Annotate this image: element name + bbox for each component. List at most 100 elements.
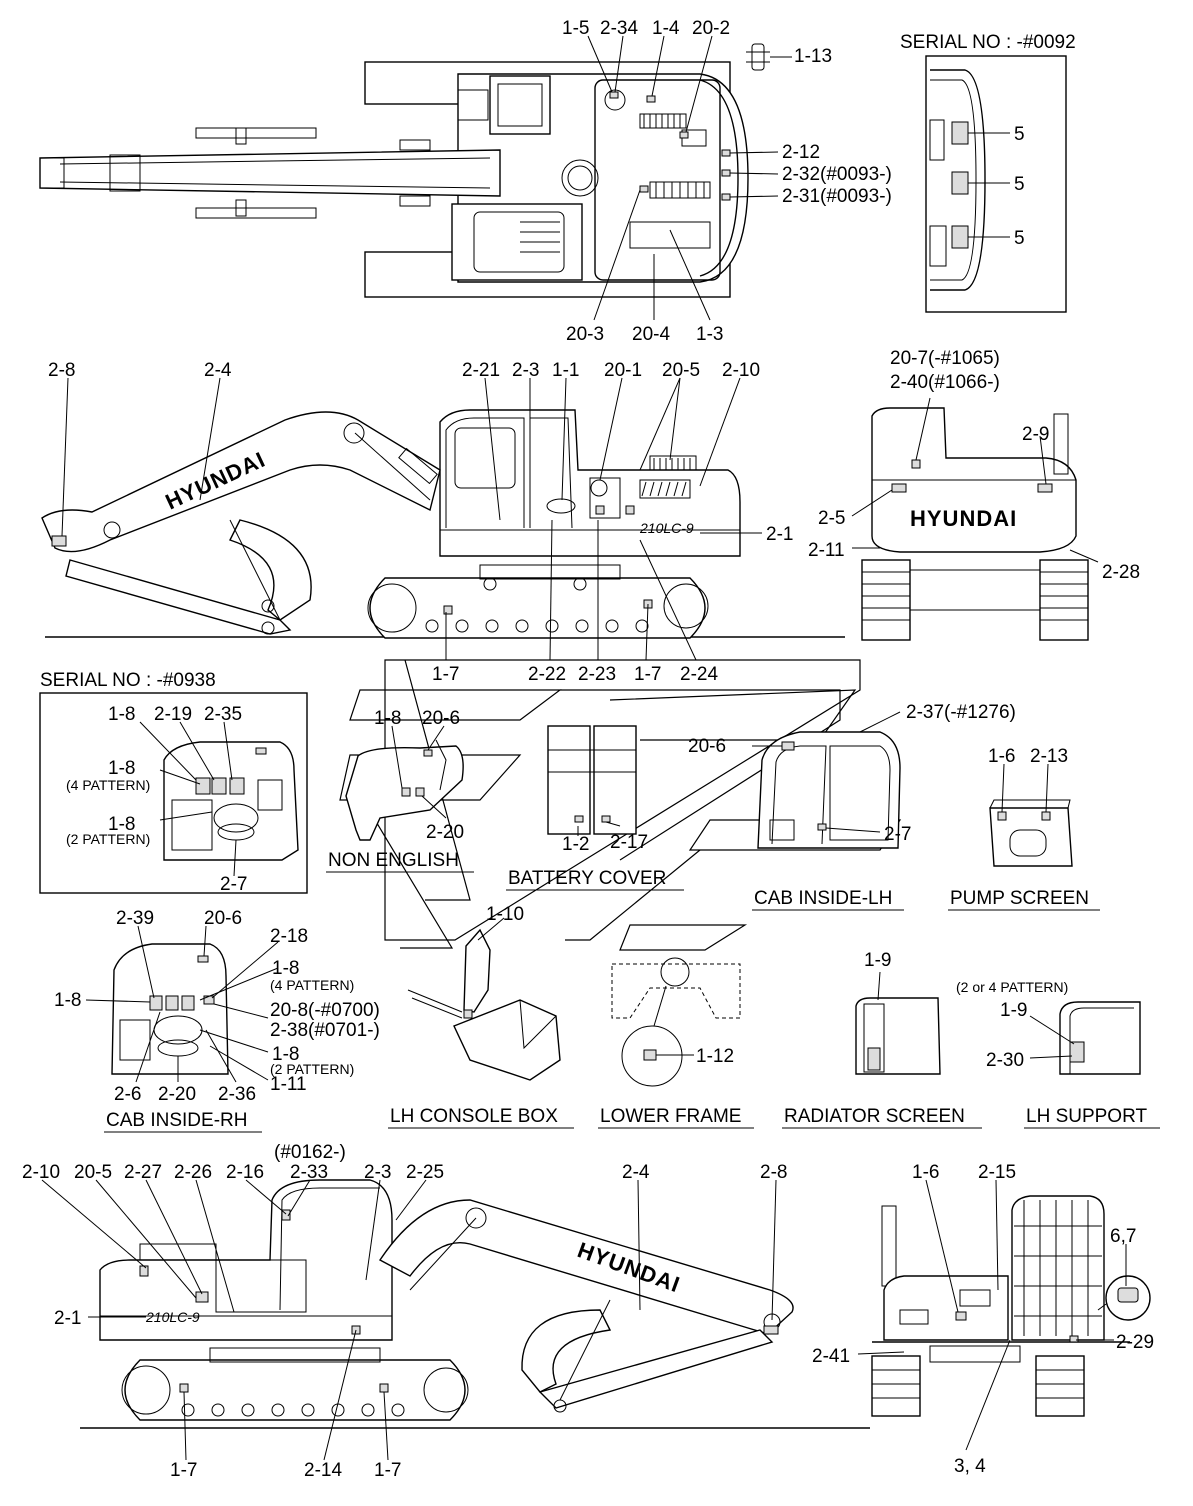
callout-1-6-ps: 1-6 xyxy=(988,746,1015,767)
callout-2-34: 2-34 xyxy=(600,18,638,39)
callout-2-29: 2-29 xyxy=(1116,1332,1154,1353)
callout-1-9-rad: 1-9 xyxy=(864,950,891,971)
caption-non-english: NON ENGLISH xyxy=(328,850,459,871)
callout-2-30: 2-30 xyxy=(986,1050,1024,1071)
callout-5-a: 5 xyxy=(1014,124,1025,145)
callout-20-6-ne: 20-6 xyxy=(422,708,460,729)
cab-inside-rh-detail: 2-39 20-6 2-18 1-8 (4 PATTERN) 1-8 20-8(… xyxy=(54,908,380,1133)
callout-1-5: 1-5 xyxy=(562,18,589,39)
callout-2-1-rh: 2-1 xyxy=(54,1308,81,1329)
callout-5-c: 5 xyxy=(1014,228,1025,249)
callout-2-18: 2-18 xyxy=(270,926,308,947)
callout-1-7-a: 1-7 xyxy=(432,664,459,685)
rear-view: HYUNDAI 20-7(-#1065) 2-40(#1066-) 2-9 2-… xyxy=(808,348,1140,641)
callout-5-b: 5 xyxy=(1014,174,1025,195)
callout-2-19: 2-19 xyxy=(154,704,192,725)
callout-2-22: 2-22 xyxy=(528,664,566,685)
callout-2-40: 2-40(#1066-) xyxy=(890,372,1000,393)
callout-20-6-lh: 20-6 xyxy=(688,736,726,757)
callout-2-38: 2-38(#0701-) xyxy=(270,1020,380,1041)
callout-2-9: 2-9 xyxy=(1022,424,1049,445)
callout-2-10-rh: 2-10 xyxy=(22,1162,60,1183)
pattern-2-rh: (2 PATTERN) xyxy=(270,1061,354,1077)
callout-2-15: 2-15 xyxy=(978,1162,1016,1183)
callout-1-6-fv: 1-6 xyxy=(912,1162,939,1183)
callout-2-5: 2-5 xyxy=(818,508,845,529)
callout-2-20-ne: 2-20 xyxy=(426,822,464,843)
callout-2-6: 2-6 xyxy=(114,1084,141,1105)
callout-1-8-rh-a: 1-8 xyxy=(272,958,299,979)
callout-20-8: 20-8(-#0700) xyxy=(270,1000,380,1021)
front-view: 1-6 2-15 6,7 2-29 2-41 3, 4 xyxy=(812,1162,1154,1477)
callout-2-14: 2-14 xyxy=(304,1460,342,1481)
callout-20-4: 20-4 xyxy=(632,324,670,345)
callout-2-3-rh: 2-3 xyxy=(364,1162,391,1183)
callout-2-12: 2-12 xyxy=(782,142,820,163)
callout-20-5: 20-5 xyxy=(662,360,700,381)
battery-cover-detail: 1-2 2-17 BATTERY COVER xyxy=(506,725,684,891)
callout-1-8-c: 1-8 xyxy=(108,814,135,835)
callout-2-7: 2-7 xyxy=(220,874,247,895)
lh-model-badge: 210LC-9 xyxy=(639,520,694,536)
callout-2-39: 2-39 xyxy=(116,908,154,929)
callout-1-10: 1-10 xyxy=(486,904,524,925)
callout-2-16: 2-16 xyxy=(226,1162,264,1183)
callout-2-25: 2-25 xyxy=(406,1162,444,1183)
callout-2-13: 2-13 xyxy=(1030,746,1068,767)
top-view: 1-5 2-34 1-4 20-2 1-13 2-12 2-32(#0093-)… xyxy=(39,18,892,345)
callout-20-1: 20-1 xyxy=(604,360,642,381)
callout-1-8-rh-c: 1-8 xyxy=(272,1044,299,1065)
serial-box-0938-title: SERIAL NO : -#0938 xyxy=(40,670,216,691)
lower-frame-detail: 1-12 LOWER FRAME xyxy=(598,957,754,1129)
caption-lh-support: LH SUPPORT xyxy=(1026,1106,1147,1127)
callout-2-35: 2-35 xyxy=(204,704,242,725)
callout-20-3: 20-3 xyxy=(566,324,604,345)
non-english-detail: 1-8 20-6 2-20 NON ENGLISH xyxy=(326,708,474,873)
callout-1-2: 1-2 xyxy=(562,834,589,855)
callout-2-33: 2-33 xyxy=(290,1162,328,1183)
callout-2-1: 2-1 xyxy=(766,524,793,545)
callout-1-9-sup: 1-9 xyxy=(1000,1000,1027,1021)
caption-cab-inside-rh: CAB INSIDE-RH xyxy=(106,1110,247,1131)
callout-2-10: 2-10 xyxy=(722,360,760,381)
callout-20-2: 20-2 xyxy=(692,18,730,39)
callout-1-8-ne: 1-8 xyxy=(374,708,401,729)
callout-1-1: 1-1 xyxy=(552,360,579,381)
pattern-4: (4 PATTERN) xyxy=(66,777,150,793)
caption-lh-console-box: LH CONSOLE BOX xyxy=(390,1106,558,1127)
callout-2-37: 2-37(-#1276) xyxy=(906,702,1016,723)
rear-brand: HYUNDAI xyxy=(910,506,1017,531)
pattern-4-rh: (4 PATTERN) xyxy=(270,977,354,993)
callout-1-4: 1-4 xyxy=(652,18,680,39)
callout-1-8-b: 1-8 xyxy=(108,758,135,779)
caption-lower-frame: LOWER FRAME xyxy=(600,1106,741,1127)
serial-box-0092-title: SERIAL NO : -#0092 xyxy=(900,32,1076,53)
callout-3-4: 3, 4 xyxy=(954,1456,986,1477)
callout-2-4: 2-4 xyxy=(204,360,232,381)
lh-side-view: 210LC-9 HYUNDAI 2-8 2-4 xyxy=(41,360,845,685)
cab-inside-lh-detail: 2-37(-#1276) 20-6 2-7 CAB INSIDE-LH xyxy=(688,702,1016,911)
callout-2-24: 2-24 xyxy=(680,664,718,685)
radiator-screen-detail: 1-9 RADIATOR SCREEN xyxy=(782,950,982,1129)
callout-1-3: 1-3 xyxy=(696,324,723,345)
callout-2-26: 2-26 xyxy=(174,1162,212,1183)
callout-20-5-rh: 20-5 xyxy=(74,1162,112,1183)
callout-1-8-rh-b: 1-8 xyxy=(54,990,81,1011)
callout-2-27: 2-27 xyxy=(124,1162,162,1183)
callout-2-20-rh: 2-20 xyxy=(158,1084,196,1105)
callout-1-7-rh-b: 1-7 xyxy=(374,1460,401,1481)
lh-support-detail: (2 or 4 PATTERN) 1-9 2-30 LH SUPPORT xyxy=(956,979,1160,1129)
callout-2-8: 2-8 xyxy=(48,360,75,381)
callout-2-21: 2-21 xyxy=(462,360,500,381)
lh-console-box-detail: 1-10 LH CONSOLE BOX xyxy=(388,904,574,1129)
callout-20-6-rh: 20-6 xyxy=(204,908,242,929)
rh-model-badge: 210LC-9 xyxy=(145,1309,200,1325)
caption-pump-screen: PUMP SCREEN xyxy=(950,888,1089,909)
pump-screen-detail: 1-6 2-13 PUMP SCREEN xyxy=(948,746,1100,911)
callout-1-13: 1-13 xyxy=(794,46,832,67)
rh-side-view: 210LC-9 HYUNDAI 2-10 20-5 2-27 2- xyxy=(22,1142,870,1481)
callout-1-8-a: 1-8 xyxy=(108,704,135,725)
caption-radiator-screen: RADIATOR SCREEN xyxy=(784,1106,965,1127)
callout-2-11: 2-11 xyxy=(808,540,845,561)
